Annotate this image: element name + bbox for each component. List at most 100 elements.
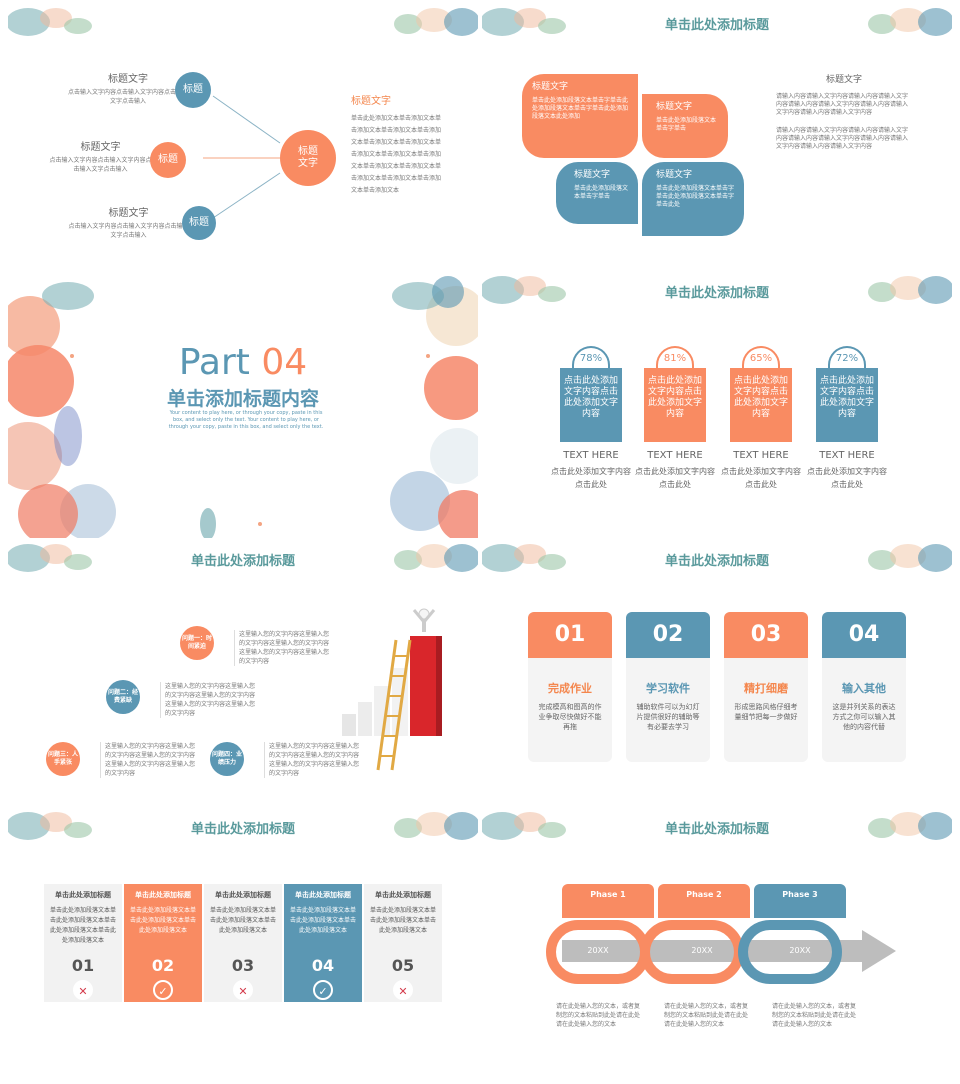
percent-body: 点击此处添加文字内容点击此处添加文字内容 [644,368,706,442]
cross-icon: ✕ [393,980,413,1000]
column-head: 单击此处添加标题 [295,891,351,899]
slide-7[interactable]: 单击此处添加标题 单击此处添加标题 单击此处添加段落文本单击此处添加段落文本单击… [8,812,478,1074]
side-title: 标题文字 [825,75,862,85]
floral-banner [482,812,952,842]
card-desc: 完成模高和图高的作业争取尽快做好不能再拖 [538,703,602,731]
petal-title: 标题文字 [656,170,693,180]
step-card-3: 03 精打细磨 形成思路风格仔细考量细节把每一步做好 [724,612,808,762]
slide-title: 单击此处添加标题 [664,18,769,33]
card-title: 输入其他 [842,682,886,695]
floral-banner [482,8,952,38]
phase-year: 20XX [587,946,609,955]
side-paragraph: 请输入内容请输入文字内容请输入内容请输入文字内容请输入内容请输入文字内容请输入内… [776,127,909,150]
slide-4[interactable]: 单击此处添加标题 78% 点击此处添加文字内容点击此处添加文字内容 TEXT H… [482,276,952,538]
petal-3: 标题文字 单击此处添加段落文本单击字单击 [556,162,638,224]
item-title: 标题文字 [80,142,121,153]
leaf-decoration-icon [8,8,92,36]
column-number: 05 [391,956,415,975]
column-number: 01 [71,956,95,975]
slide-1[interactable]: 标题文字 点击输入文字内容点击输入文字内容点击输入文字点击输入 标题 标题文字 … [8,8,478,270]
phase-desc: 请在此处输入您的文本，或者复制您的文本粘贴到此处请在此处请在此处输入您的文本 [664,1003,749,1028]
slide-title: 单击此处添加标题 [664,286,769,301]
petal-title: 标题文字 [574,170,611,180]
leaf-decoration-icon [482,8,566,36]
leaf-decoration-icon [482,812,566,840]
petal-desc: 单击此处添加段落文本单击字单击 [574,185,629,200]
compare-column-5: 单击此处添加标题 单击此处添加段落文本单击此处添加段落文本单击此处添加段落文本 … [364,884,442,1002]
item-1: 标题文字 点击输入文字内容点击输入文字内容点击输入文字点击输入 [68,70,188,106]
item-title: 标题文字 [108,208,149,219]
floral-banner [8,8,478,38]
column-desc: 单击此处添加段落文本单击此处添加段落文本单击此处添加段落文本 [369,907,436,934]
slide-8[interactable]: 单击此处添加标题 Phase 1 Phase 2 Phase 3 20XX 20… [482,812,952,1074]
slide-5[interactable]: 单击此处添加标题 问题一：时间紧迫 这里输入您的文字内容这里输入您的文字内容这里… [8,544,478,806]
petal-desc: 单击此处添加段落文本单击字单击 [656,117,717,132]
slide-title: 单击此处添加标题 [190,822,295,837]
side-paragraph: 请输入内容请输入文字内容请输入内容请输入文字内容请输入内容请输入文字内容请输入内… [776,93,909,116]
phase-year: 20XX [691,946,713,955]
problem-tag: 问题三：人手紧张 [46,742,80,776]
title-circle: 标题 [182,206,216,240]
column-number: 04 [311,956,335,975]
slide-2[interactable]: 单击此处添加标题 标题文字 单击此处添加段落文本单击字单击此处添加段落文本单击字… [482,8,952,270]
percent-body: 点击此处添加文字内容点击此处添加文字内容 [816,368,878,442]
floral-banner [8,812,478,842]
step-card-4: 04 输入其他 这是并列关系的表达方式之你可以输入其他的内容代替 [822,612,906,762]
column-number: 03 [231,956,255,975]
percent-desc: 点击此处添加文字内容点击此处 [807,467,887,489]
column-head: 单击此处添加标题 [135,891,191,899]
slide-6[interactable]: 单击此处添加标题 01 完成作业 完成模高和图高的作业争取尽快做好不能再拖 02… [482,544,952,806]
column-head: 单击此处添加标题 [215,891,271,899]
problem-tag: 问题四：业绩压力 [210,742,244,776]
item-desc: 点击输入文字内容点击输入文字内容点击输入文字点击输入 [68,223,189,239]
text-here-label: TEXT HERE [733,450,789,461]
card-desc: 辅助软件可以为幻灯片提供很好的辅助等有必要去学习 [636,703,700,731]
phase-desc: 请在此处输入您的文本，或者复制您的文本粘贴到此处请在此处请在此处输入您的文本 [556,1003,641,1028]
percent-body: 点击此处添加文字内容点击此处添加文字内容 [560,368,622,442]
column-desc: 单击此处添加段落文本单击此处添加段落文本单击此处添加段落文本 [289,907,356,934]
slide-3[interactable]: Part 04 单击添加标题内容 Your content to play he… [8,276,478,538]
section-subtitle: Your content to play here, or through yo… [168,410,324,430]
leaf-decoration-icon [868,544,952,572]
card-title: 学习软件 [646,682,690,695]
slide-title: 单击此处添加标题 [664,554,769,569]
right-body: 单击此处添加文本单击添加文本单击添加文本单击添加文本单击添加文本单击添加文本单击… [351,115,442,194]
leaf-decoration-icon [868,812,952,840]
leaf-decoration-icon [868,8,952,36]
floral-banner [482,276,952,306]
petal-title: 标题文字 [656,102,693,112]
column-head: 单击此处添加标题 [375,891,431,899]
card-desc: 形成思路风格仔细考量细节把每一步做好 [734,703,798,721]
step-card-1: 01 完成作业 完成模高和图高的作业争取尽快做好不能再拖 [528,612,612,762]
compare-column-4: 单击此处添加标题 单击此处添加段落文本单击此处添加段落文本单击此处添加段落文本 … [284,884,362,1002]
phase-year: 20XX [789,946,811,955]
cross-icon: ✕ [73,980,93,1000]
part-label: Part [178,342,250,383]
item-desc: 点击输入文字内容点击输入文字内容点击输入文字点击输入 [68,89,189,105]
percent-body: 点击此处添加文字内容点击此处添加文字内容 [730,368,792,442]
compare-column-3: 单击此处添加标题 单击此处添加段落文本单击此处添加段落文本单击此处添加段落文本 … [204,884,282,1002]
slide-title: 单击此处添加标题 [664,822,769,837]
card-number: 03 [724,612,808,658]
petal-desc: 单击此处添加段落文本单击字单击此处添加段落文本单击字单击此处添加段落文本此处添加 [532,97,629,120]
leaf-decoration-icon [8,544,92,572]
leaf-decoration-icon [394,812,478,840]
leaf-decoration-icon [868,276,952,304]
phase-desc: 请在此处输入您的文本，或者复制您的文本粘贴到此处请在此处请在此处输入您的文本 [772,1003,857,1028]
text-here-label: TEXT HERE [563,450,619,461]
leaf-decoration-icon [394,8,478,36]
chain-ring [738,920,842,984]
problem-desc: 这里输入您的文字内容这里输入您的文字内容这里输入您的文字内容这里输入您的文字内容… [160,682,256,718]
floral-banner [8,544,478,574]
percent-desc: 点击此处添加文字内容点击此处 [721,467,801,489]
leaf-decoration-icon [394,544,478,572]
leaf-decoration-icon [8,812,92,840]
floral-frame [8,276,478,538]
right-text: 标题文字 单击此处添加文本单击添加文本单击添加文本单击添加文本单击添加文本单击添… [351,92,445,197]
floral-banner [482,544,952,574]
problem-tag: 问题一：时间紧迫 [180,626,214,660]
problem-desc: 这里输入您的文字内容这里输入您的文字内容这里输入您的文字内容这里输入您的文字内容… [100,742,196,778]
leaf-decoration-icon [482,544,566,572]
percent-desc: 点击此处添加文字内容点击此处 [635,467,715,489]
percent-item-4: 72% 点击此处添加文字内容点击此处添加文字内容 TEXT HERE 点击此处添… [807,346,887,491]
